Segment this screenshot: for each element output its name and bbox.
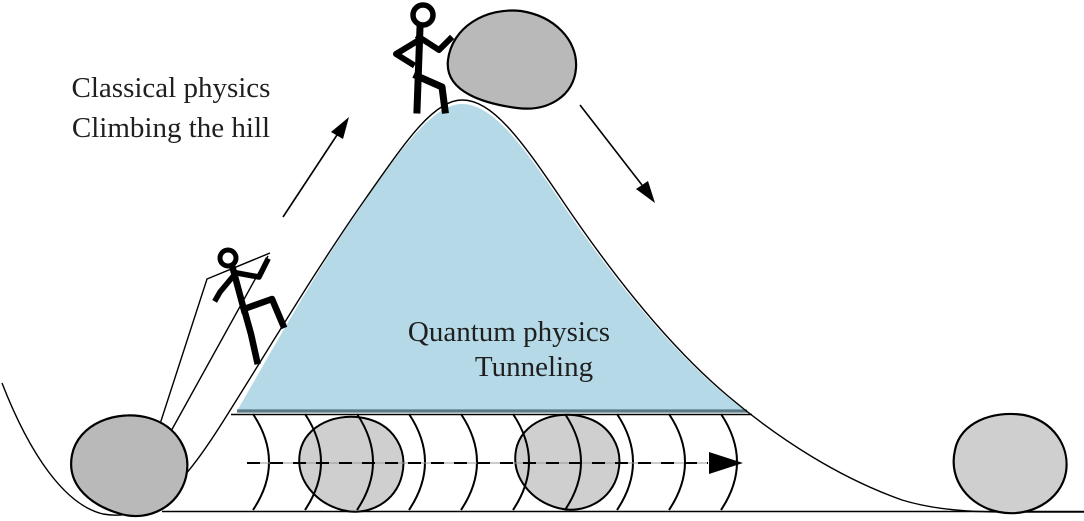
quantum-label-line2: Tunneling — [475, 351, 593, 383]
descent-arrowhead — [636, 181, 655, 203]
summit-climber-head — [410, 2, 436, 28]
boulder-track-line-lower — [169, 255, 269, 434]
quantum-label-line1: Quantum physics — [408, 316, 610, 348]
right-boulder — [952, 412, 1068, 515]
trajectory-arrowhead — [709, 452, 743, 474]
slope-climber-head — [217, 247, 239, 269]
classical-label-line1: Classical physics — [72, 72, 271, 104]
climber-figure-summit — [393, 2, 455, 114]
tunnel-boulder-right — [514, 413, 621, 511]
ascent-arrowhead — [331, 117, 349, 139]
ascent-arrow — [282, 117, 349, 218]
summit-boulder — [446, 9, 578, 110]
boulder-track-line-upper — [159, 252, 271, 425]
tunnel-trajectory-arrow — [247, 452, 743, 474]
valley-boulder — [70, 414, 189, 518]
descent-arrow — [579, 104, 655, 203]
tunnel-boulder-left — [298, 415, 405, 513]
classical-label-line2: Climbing the hill — [72, 112, 270, 144]
potential-barrier-fill — [237, 104, 747, 411]
climber-figure-slope — [212, 247, 288, 365]
